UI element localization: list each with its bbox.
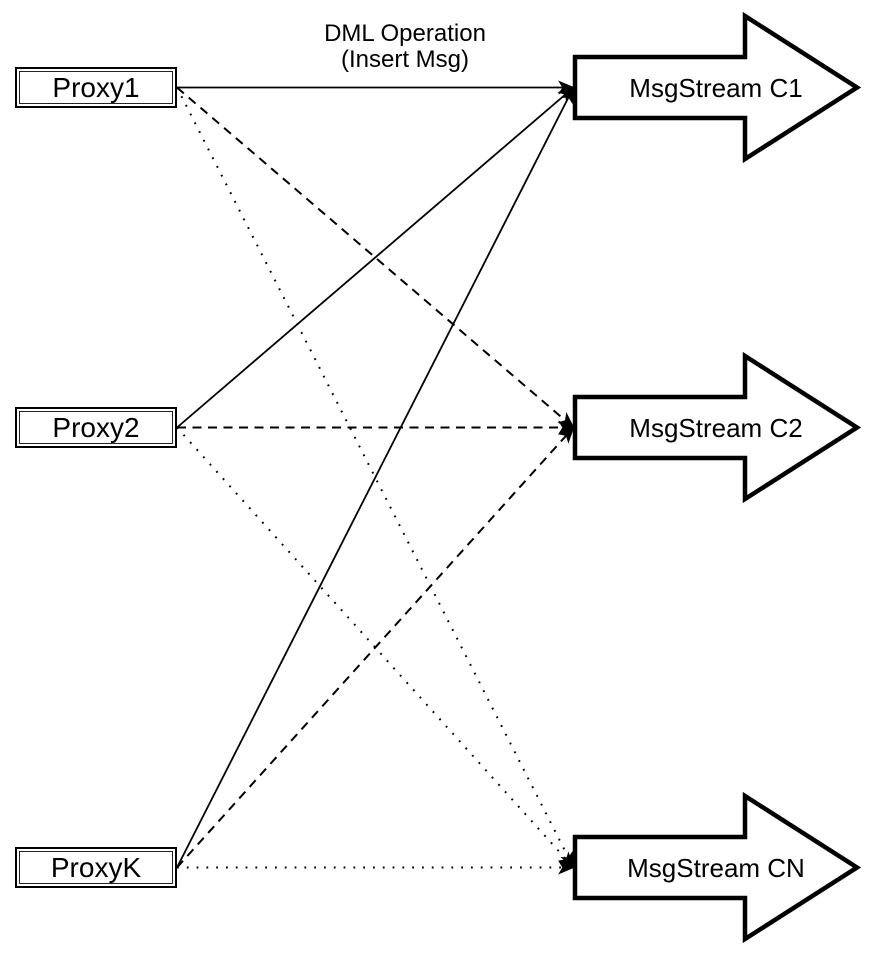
diagram-title: DML Operation (Insert Msg) bbox=[255, 21, 555, 73]
stream-shapes-layer bbox=[572, 11, 862, 944]
node-proxy2: Proxy2 bbox=[15, 407, 177, 448]
node-msgstream-c1-label: MsgStream C1 bbox=[629, 73, 803, 103]
edge-proxyk-c2 bbox=[176, 426, 575, 869]
node-proxy2-label: Proxy2 bbox=[52, 411, 140, 443]
node-proxy1-label: Proxy1 bbox=[52, 71, 140, 103]
edge-proxy2-cn bbox=[176, 426, 575, 869]
msgstream-c1-shape bbox=[572, 11, 862, 164]
edges-layer bbox=[176, 80, 575, 875]
edge-proxy1-c2 bbox=[176, 86, 575, 429]
edge-proxy2-c1 bbox=[176, 86, 575, 429]
node-msgstream-c2-label: MsgStream C2 bbox=[629, 413, 803, 443]
node-proxyk: ProxyK bbox=[15, 847, 177, 888]
msgstream-cn-shape bbox=[572, 791, 862, 944]
diagram-title-line2: (Insert Msg) bbox=[340, 46, 469, 73]
msgstream-c2-shape bbox=[572, 351, 862, 504]
edge-proxyk-c1 bbox=[176, 86, 575, 868]
node-proxy1: Proxy1 bbox=[15, 67, 177, 108]
node-proxyk-label: ProxyK bbox=[50, 851, 142, 883]
node-msgstream-cn-label: MsgStream CN bbox=[627, 853, 805, 883]
diagram-title-line1: DML Operation bbox=[324, 20, 486, 47]
